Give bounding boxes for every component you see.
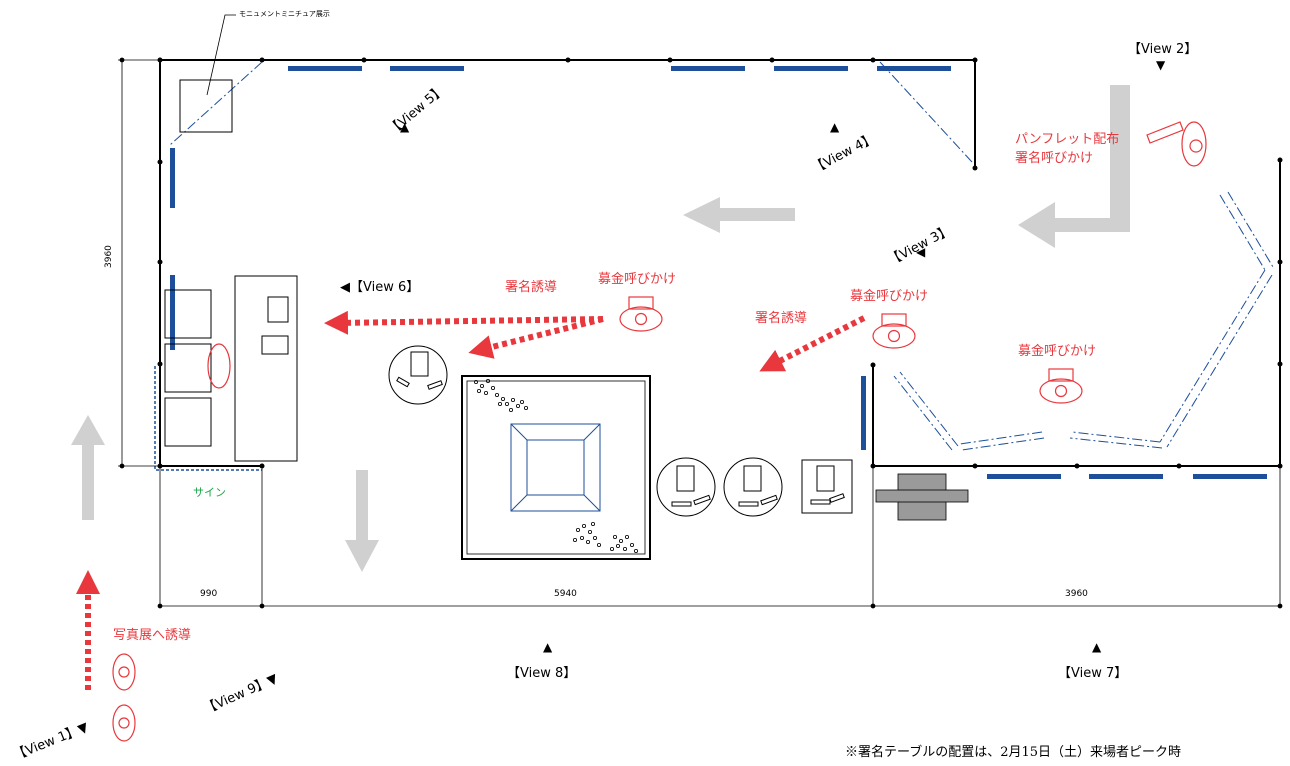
sign-label: サイン: [193, 486, 226, 499]
staff-left: [207, 343, 231, 389]
signature-guide-label-right: 署名誘導: [755, 311, 808, 326]
guide-arrow-to-table: [468, 316, 604, 359]
view-2-marker: ▼: [1156, 58, 1166, 72]
flow-arrow-down: [345, 470, 379, 572]
light-lines: [169, 61, 1274, 451]
dimension-left: 3960: [104, 245, 114, 268]
donation-label-center: 募金呼びかけ: [598, 272, 677, 287]
callout-label: モニュメントミニチュア展示: [239, 10, 330, 18]
staff-donation: [619, 296, 663, 332]
pamphlet-signature-label: 署名呼びかけ: [1015, 151, 1094, 166]
flow-arrows: [71, 85, 1130, 572]
dimension-lines: [118, 57, 1283, 609]
display-panels: [170, 66, 1267, 479]
signature-guide-label-center: 署名誘導: [505, 280, 558, 295]
equipment: [875, 473, 969, 521]
reception-counter: [234, 275, 298, 462]
view-5-marker: ▲: [400, 120, 410, 134]
staff-pamphlet: [1146, 121, 1207, 167]
flow-arrow-turn: [1018, 85, 1130, 248]
dimension-990: 990: [200, 589, 218, 599]
flow-arrow-up: [71, 415, 105, 520]
pamphlet-label: パンフレット配布: [1015, 132, 1120, 147]
staff-entrance: [112, 653, 136, 742]
view-7-marker: ▲: [1092, 640, 1102, 654]
callout-line: [206, 14, 236, 96]
left-cases: [164, 275, 298, 462]
signing-table: [388, 345, 448, 405]
dimension-3960-bottom: 3960: [1065, 589, 1088, 599]
flow-arrow-left-upper: [683, 197, 795, 233]
sign-line: [154, 366, 262, 471]
signing-table: [801, 459, 853, 514]
guide-arrow-to-counter: [324, 310, 604, 335]
wall-nodes: [157, 57, 1283, 469]
view-6-label: ◀【View 6】: [340, 280, 420, 295]
view-8-marker: ▲: [543, 640, 553, 654]
view-4-marker: ▲: [830, 120, 840, 134]
monument-miniature-box: [179, 79, 233, 133]
staff-donation: [872, 313, 916, 349]
guide-arrows: [76, 310, 866, 690]
pebbles: [473, 378, 639, 554]
central-monument: [461, 375, 651, 560]
photo-guide-label: 写真展へ誘導: [113, 628, 192, 643]
donation-label-far-right: 募金呼びかけ: [1018, 344, 1097, 359]
staff-donation: [1039, 368, 1083, 404]
view-3-marker: ◀: [916, 245, 926, 259]
footnote: ※署名テーブルの配置は、2月15日（土）来場者ピーク時: [845, 745, 1182, 760]
signing-table: [656, 457, 716, 517]
view-2-label: 【View 2】: [1128, 42, 1198, 57]
signing-table: [723, 457, 783, 517]
view-8-label: 【View 8】: [507, 666, 577, 681]
donation-label-right: 募金呼びかけ: [850, 289, 929, 304]
dimension-5940: 5940: [554, 589, 577, 599]
view-7-label: 【View 7】: [1058, 666, 1128, 681]
